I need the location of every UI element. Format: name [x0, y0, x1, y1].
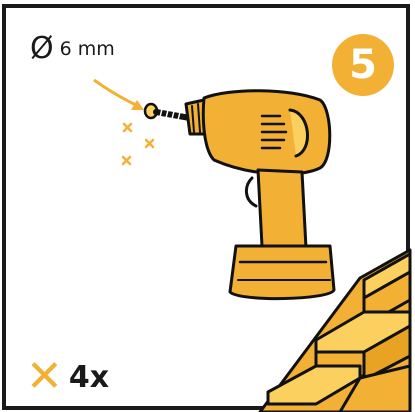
diameter-value: 6 mm	[59, 38, 115, 60]
screw-icon	[153, 108, 193, 121]
dust-marks-icon	[121, 122, 155, 166]
arrow-icon	[93, 78, 144, 110]
step-number-badge: 5	[332, 34, 394, 96]
stairs-icon	[258, 248, 412, 412]
diameter-icon: Ø	[30, 31, 54, 66]
frame-border	[2, 4, 410, 410]
hole-diameter-label: Ø 6 mm	[30, 34, 115, 64]
quantity-value: 4x	[68, 359, 110, 395]
multiply-icon: ✕	[26, 351, 63, 402]
quantity-label: ✕ 4x	[26, 355, 109, 399]
drill-icon	[184, 89, 336, 301]
